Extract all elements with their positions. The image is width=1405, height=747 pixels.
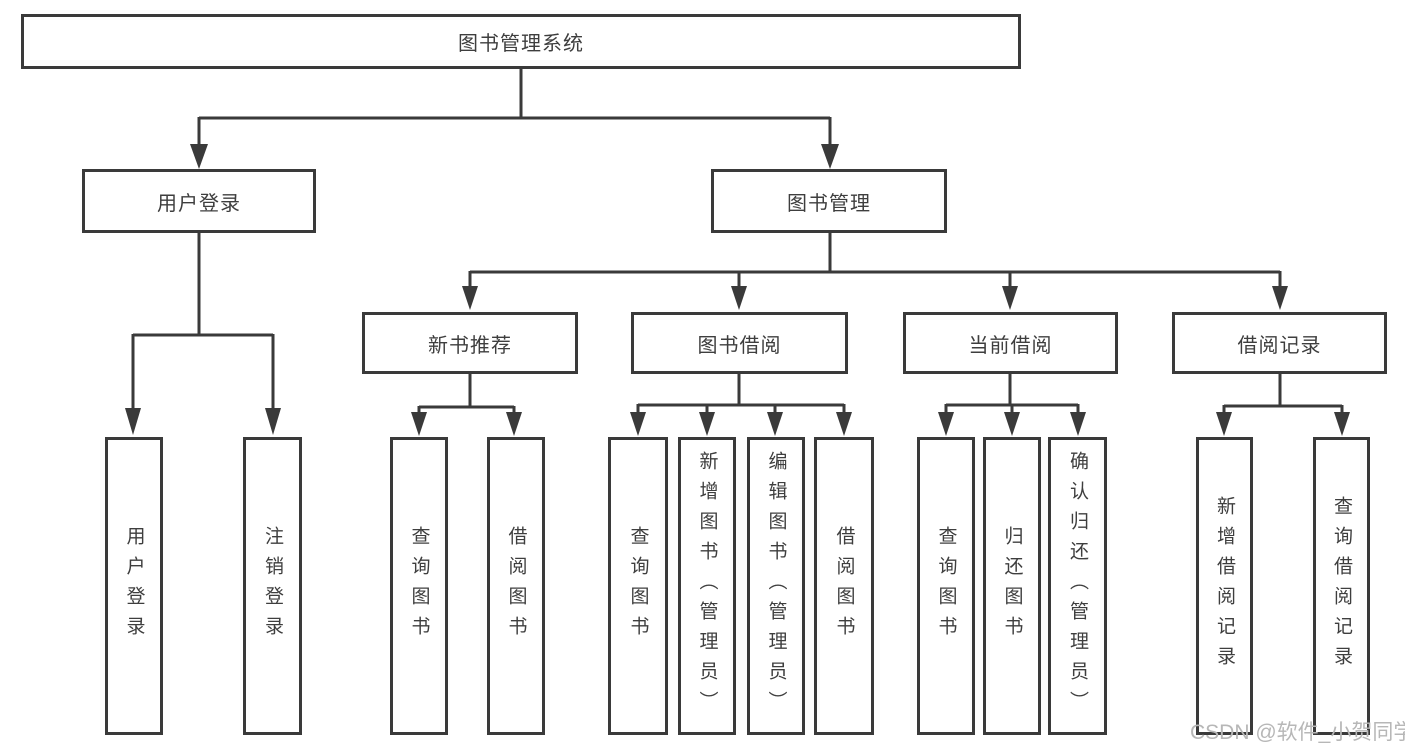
leaf-recommend-borrow-books-label: 借阅图书	[505, 526, 527, 646]
node-book-borrow-label: 图书借阅	[697, 334, 782, 357]
leaf-records-query-record-label: 查询借阅记录	[1331, 496, 1352, 676]
leaf-recommend-borrow-books: 借阅图书	[487, 437, 545, 735]
leaf-logout: 注销登录	[243, 437, 302, 735]
leaf-borrow-query-books-label: 查询图书	[627, 526, 649, 646]
leaf-records-add-record: 新增借阅记录	[1196, 437, 1253, 735]
leaf-current-return-books: 归还图书	[983, 437, 1041, 735]
leaf-borrow-add-books-admin: 新增图书（管理员）	[678, 437, 736, 735]
leaf-recommend-query-books-label: 查询图书	[408, 526, 430, 646]
leaf-borrow-edit-books-admin: 编辑图书（管理员）	[747, 437, 805, 735]
node-new-book-recommend: 新书推荐	[362, 312, 578, 374]
node-root-label: 图书管理系统	[458, 33, 584, 55]
node-current-borrow-label: 当前借阅	[968, 334, 1053, 357]
node-root: 图书管理系统	[21, 14, 1021, 69]
leaf-recommend-query-books: 查询图书	[390, 437, 448, 735]
leaf-current-query-books-label: 查询图书	[935, 526, 957, 646]
leaf-current-return-books-label: 归还图书	[1001, 526, 1023, 646]
leaf-records-add-record-label: 新增借阅记录	[1214, 496, 1235, 676]
leaf-user-login: 用户登录	[105, 437, 163, 735]
node-user-login: 用户登录	[82, 169, 316, 233]
node-borrow-records: 借阅记录	[1172, 312, 1387, 374]
leaf-user-login-label: 用户登录	[123, 526, 145, 646]
leaf-borrow-borrow-books-label: 借阅图书	[833, 526, 855, 646]
node-book-borrow: 图书借阅	[631, 312, 848, 374]
leaf-logout-label: 注销登录	[262, 526, 283, 646]
arrowheads	[125, 144, 1350, 436]
leaf-borrow-add-books-admin-label: 新增图书（管理员）	[696, 451, 718, 721]
leaf-borrow-query-books: 查询图书	[608, 437, 668, 735]
leaf-current-query-books: 查询图书	[917, 437, 975, 735]
leaf-current-confirm-return-admin: 确认归还（管理员）	[1048, 437, 1107, 735]
csdn-watermark: CSDN @软件_小贺同学	[1190, 721, 1405, 744]
node-new-book-recommend-label: 新书推荐	[428, 334, 512, 357]
node-book-management: 图书管理	[711, 169, 947, 233]
leaf-records-query-record: 查询借阅记录	[1313, 437, 1370, 735]
leaf-borrow-edit-books-admin-label: 编辑图书（管理员）	[765, 451, 787, 721]
node-current-borrow: 当前借阅	[903, 312, 1118, 374]
leaf-current-confirm-return-admin-label: 确认归还（管理员）	[1067, 451, 1088, 721]
node-user-login-label: 用户登录	[157, 192, 241, 215]
node-borrow-records-label: 借阅记录	[1237, 334, 1322, 357]
node-book-management-label: 图书管理	[787, 192, 871, 215]
leaf-borrow-borrow-books: 借阅图书	[814, 437, 874, 735]
